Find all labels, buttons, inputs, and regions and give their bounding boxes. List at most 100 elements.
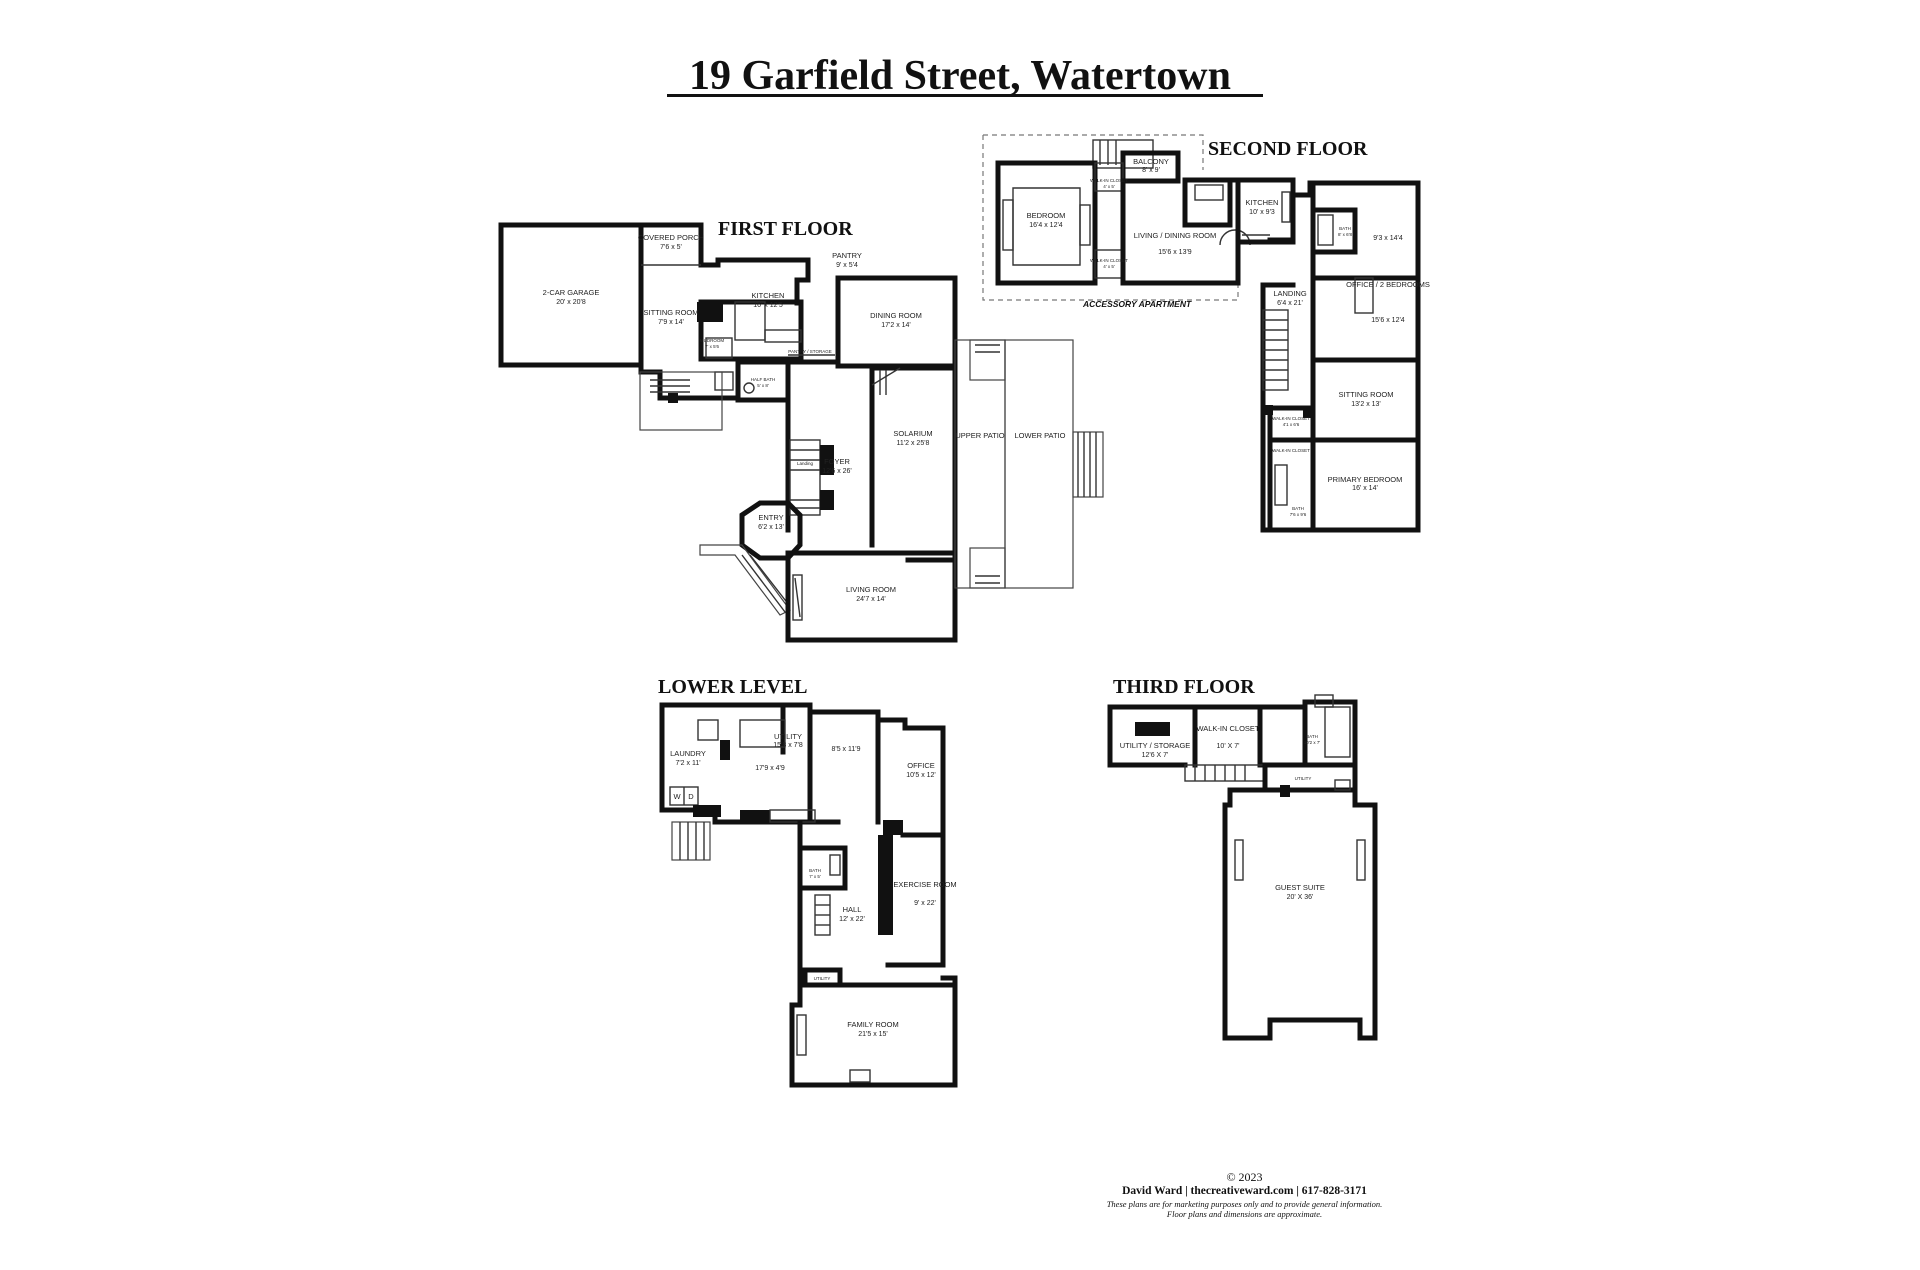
half-bath-dim: 5' x 8' — [757, 383, 769, 388]
third-closet-label: WALK-IN CLOSET — [1196, 724, 1259, 733]
foyer-label: FOYER — [824, 457, 850, 466]
third-floor-plan: THIRD FLOOR UTILITY / STORAGE 12'6 X 7' … — [1107, 676, 1378, 1041]
pantry-storage-label: PANTRY / STORAGE — [788, 349, 831, 354]
second-floor-title: SECOND FLOOR — [1208, 138, 1368, 160]
kitchen-dim: 16' x 12'5 — [753, 302, 783, 309]
guest-suite-walls — [1222, 787, 1378, 1041]
sitting-room-walls — [638, 362, 738, 401]
bedroom-3-dim: 15'6 x 12'4 — [1371, 317, 1405, 324]
dryer-label: D — [688, 792, 694, 801]
guest-suite-label: GUEST SUITE — [1275, 883, 1325, 892]
copyright-text: © 2023 — [1226, 1170, 1263, 1184]
entry-label: ENTRY — [758, 513, 783, 522]
mudroom-dim: 7' x 5'6 — [705, 344, 719, 349]
primary-bedroom-dim: 16' x 14' — [1352, 485, 1378, 492]
balcony-dim: 8' x 9' — [1142, 167, 1160, 174]
apt-bedroom-walls — [995, 160, 1098, 286]
upper-patio-label: UPPER PATIO — [955, 431, 1004, 440]
living-room-label: LIVING ROOM — [846, 585, 896, 594]
sitting-room-dim: 7'9 x 14' — [658, 319, 684, 326]
apt-kitchen-label: KITCHEN — [1246, 198, 1279, 207]
lower-outer-walls — [659, 702, 946, 968]
half-bath-walls — [735, 359, 791, 403]
dining-room-dim: 17'2 x 14' — [881, 322, 911, 329]
entry-walls — [739, 500, 803, 561]
utility-storage-dim: 12'6 X 7' — [1142, 752, 1169, 759]
bath-2-walls — [1310, 207, 1358, 255]
apt-closet-2-dim: 4' x 5' — [1103, 264, 1115, 269]
living-room-dim: 24'7 x 14' — [856, 596, 886, 603]
second-floor-plan: SECOND FLOOR — [982, 134, 1430, 533]
utility-storage-label: UTILITY / STORAGE — [1120, 741, 1191, 750]
utility-1-label: UTILITY — [774, 732, 802, 741]
first-floor-title: FIRST FLOOR — [718, 218, 853, 240]
family-room-label: FAMILY ROOM — [847, 1020, 898, 1029]
apt-closet-2-label: WALK-IN CLOSET — [1090, 258, 1128, 263]
entry-dim: 6'2 x 13' — [758, 524, 784, 531]
primary-closet-1-dim: 4'1 x 6'6 — [1283, 422, 1300, 427]
mudroom-label: MUDROOM — [700, 338, 724, 343]
exercise-room-label: EXERCISE ROOM — [893, 880, 956, 889]
storage-dim: 8'5 x 11'9 — [831, 746, 860, 753]
office-lower-label: OFFICE — [907, 761, 935, 770]
apt-living-label: LIVING / DINING ROOM — [1134, 231, 1217, 240]
solarium-label: SOLARIUM — [893, 429, 932, 438]
foyer-dim: 12'6 x 26' — [822, 468, 852, 475]
landing-label: Landing — [797, 461, 814, 466]
dining-room-label: DINING ROOM — [870, 311, 922, 320]
washer-label: W — [673, 792, 681, 801]
porch-label: COVERED PORCH — [638, 233, 704, 242]
contact-line: David Ward | thecreativeward.com | 617-8… — [1122, 1185, 1367, 1197]
garage-dim: 20' x 20'8 — [556, 299, 586, 306]
sitting-room-2-label: SITTING ROOM — [1339, 390, 1394, 399]
apartment-boundary — [983, 134, 1204, 170]
half-bath-label: HALF BATH — [751, 377, 775, 382]
third-closet-dim: 10' X 7' — [1217, 743, 1240, 750]
page-title: 19 Garfield Street, Watertown — [688, 53, 1231, 99]
apt-bedroom-dim: 16'4 x 12'4 — [1029, 222, 1063, 229]
pantry-dim: 9' x 5'4 — [836, 262, 858, 269]
primary-closet-2-label: WALK-IN CLOSET — [1272, 448, 1310, 453]
disclaimer-line-1: These plans are for marketing purposes o… — [1106, 1199, 1383, 1209]
porch-dim: 7'6 x 5' — [660, 244, 682, 251]
porch-kitchen-walls — [638, 222, 811, 306]
landing-dim: 6'4 x 21' — [1277, 300, 1303, 307]
family-room-walls — [789, 975, 958, 1088]
third-utility-label: UTILITY — [1295, 776, 1312, 781]
third-bath-dim: 10'2 x 7' — [1304, 740, 1321, 745]
accessory-apartment-label: ACCESSORY APARTMENT — [1082, 299, 1192, 309]
laundry-label: LAUNDRY — [670, 749, 706, 758]
family-room-dim: 21'5 x 15' — [858, 1031, 888, 1038]
apt-closet-1-label: WALK-IN CLOSET — [1090, 178, 1128, 183]
lower-bath-dim: 7' x 5' — [809, 874, 821, 879]
apt-kitchen-walls — [1182, 177, 1233, 228]
office-label: OFFICE / 2 BEDROOMS — [1346, 280, 1430, 289]
primary-closet-1-label: WALK-IN CLOSET — [1272, 416, 1310, 421]
primary-bath-label: BATH — [1292, 506, 1304, 511]
utility-2-label: UTILITY — [814, 976, 831, 981]
garage-label: 2-CAR GARAGE — [543, 288, 600, 297]
disclaimer-line-2: Floor plans and dimensions are approxima… — [1166, 1209, 1323, 1219]
bath-2-label: BATH — [1339, 226, 1351, 231]
bedroom-2-dim: 9'3 x 14'4 — [1373, 235, 1403, 242]
hall-dim: 12' x 22' — [839, 916, 865, 923]
third-bath-label: BATH — [1306, 734, 1318, 739]
lower-level-title: LOWER LEVEL — [658, 676, 807, 698]
credits-block: © 2023 David Ward | thecreativeward.com … — [1082, 1170, 1407, 1219]
exercise-room-dim: 9' x 22' — [914, 900, 936, 907]
lower-bath-walls — [797, 845, 848, 891]
landing-label: LANDING — [1273, 289, 1307, 298]
sitting-room-2-dim: 13'2 x 13' — [1351, 401, 1381, 408]
garage-walls — [498, 222, 644, 368]
kitchen-label: KITCHEN — [752, 291, 785, 300]
primary-bedroom-label: PRIMARY BEDROOM — [1328, 475, 1403, 484]
apt-kitchen-dim: 10' x 9'3 — [1249, 209, 1275, 216]
apt-living-dim: 15'6 x 13'9 — [1158, 249, 1192, 256]
primary-bath-dim: 7'6 x 9'6 — [1290, 512, 1307, 517]
balcony-label: BALCONY — [1133, 157, 1169, 166]
office-lower-dim: 10'5 x 12' — [906, 772, 936, 779]
laundry-dim: 7'2 x 11' — [675, 760, 700, 767]
first-floor-plan: FIRST FLOOR — [498, 218, 1104, 643]
lower-bath-label: BATH — [809, 868, 821, 873]
